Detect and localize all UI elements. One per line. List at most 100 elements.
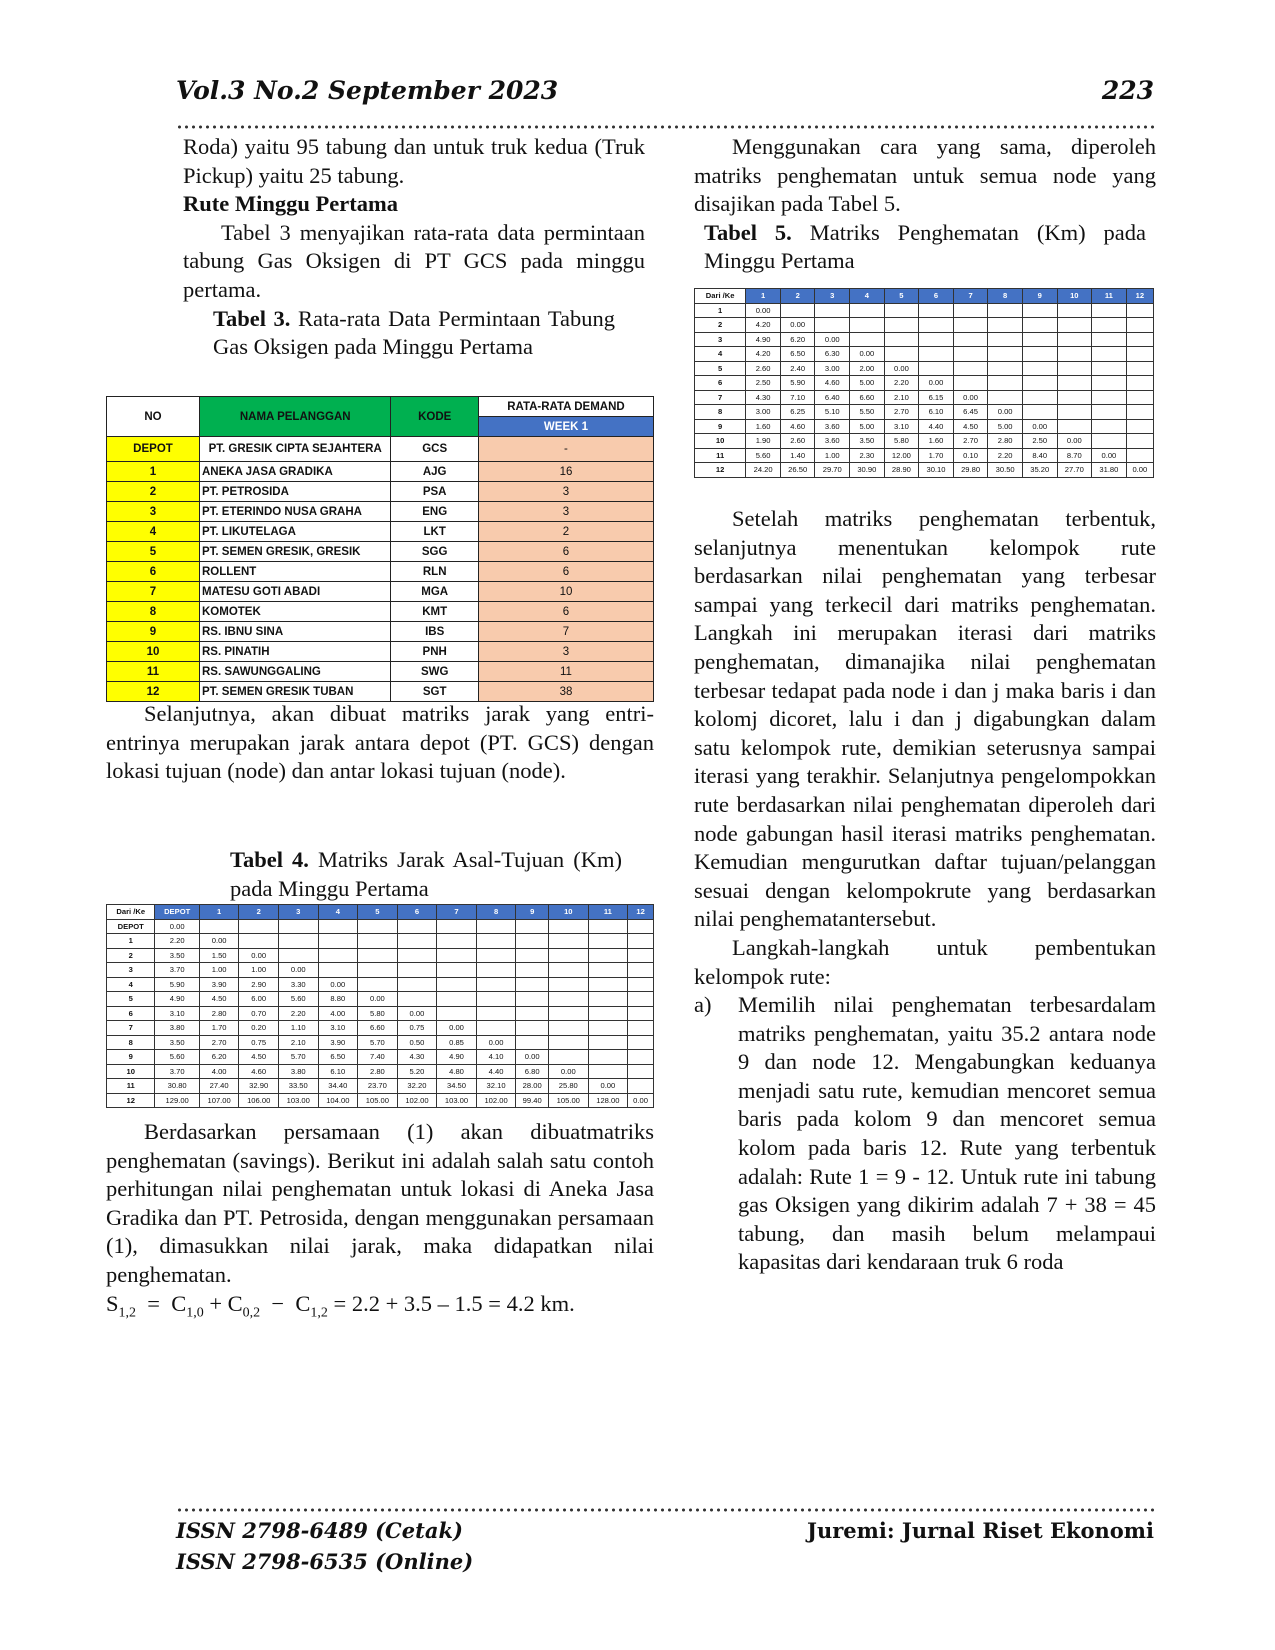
table-header-cell: 3 [814,288,851,304]
table-cell [436,918,477,934]
table-cell: 3.10 [883,418,920,434]
table-cell [1091,317,1127,333]
table-cell [814,302,851,318]
table-cell: KOMOTEK [198,601,392,622]
table-cell [987,346,1023,362]
table-cell: 10 [105,1063,156,1079]
table-cell: 2.50 [745,375,781,391]
table-cell: 6.20 [198,1049,240,1065]
table-cell [1125,433,1155,449]
table-cell [396,918,438,934]
table-cell: 0.00 [548,1063,589,1079]
table-cell: 5.70 [277,1049,319,1065]
table-cell [548,1049,589,1065]
table-cell [548,962,589,978]
table-cell [238,918,279,934]
table-cell [1125,375,1155,391]
table-cell: 7 [105,1020,156,1036]
table-cell [627,1020,654,1036]
table-cell: 7.10 [779,389,816,405]
table-cell [357,918,398,934]
table-cell: 5 [693,360,747,376]
table-cell [1091,375,1127,391]
table-cell [1091,346,1127,362]
table-cell: 0.00 [277,962,319,978]
table-header-cell: 1 [198,904,240,920]
table-cell: 27.40 [198,1078,240,1094]
table-cell: GCS [390,436,479,462]
table-cell: 3.50 [849,433,885,449]
table-cell [1056,346,1093,362]
table-cell: 34.50 [436,1078,477,1094]
caption-label: Tabel 3. [213,305,291,331]
table-cell [1056,302,1093,318]
table-cell: 4 [106,521,200,542]
table-cell [1021,302,1058,318]
table-cell: 32.20 [396,1078,438,1094]
table-cell: 32.90 [238,1078,279,1094]
table-cell: 30.80 [154,1078,200,1094]
table-cell [587,976,629,992]
table-cell: 6.20 [779,331,816,347]
table-cell: 1 [693,302,747,318]
table-cell [1056,418,1093,434]
table-cell: 2.10 [883,389,920,405]
table-cell [238,933,279,949]
table-cell: 10 [693,433,747,449]
table-cell: 24.20 [745,462,781,478]
table-cell [357,976,398,992]
table-cell [952,302,989,318]
paragraph: Roda) yaitu 95 tabung dan untuk truk ked… [183,134,645,188]
table-cell: 28.90 [883,462,920,478]
table-cell [987,331,1023,347]
list-item: a) Memilih nilai penghematan terbesardal… [694,991,1156,1277]
table-cell [475,918,517,934]
table-header-cell: 7 [952,288,989,304]
right-column-upper: Menggunakan cara yang sama, diperoleh ma… [694,133,1156,276]
table-cell [587,947,629,963]
table-cell: MATESU GOTI ABADI [198,581,392,602]
table-cell [548,1020,589,1036]
page-number: 223 [1101,76,1154,105]
table-cell [849,302,885,318]
table-cell: 2.40 [779,360,816,376]
table-cell [515,918,550,934]
table-cell: 2.20 [154,933,200,949]
table-cell [987,389,1023,405]
table-cell [779,302,816,318]
table-cell: 103.00 [277,1092,319,1108]
table-cell: 3.70 [154,1063,200,1079]
table-cell: 2.70 [883,404,920,420]
table-cell: 1.70 [198,1020,240,1036]
table-cell: 6 [105,1005,156,1021]
table-cell: 0.50 [396,1034,438,1050]
table-cell [396,933,438,949]
paragraph: Selanjutnya, akan dibuat matriks jarak y… [106,701,654,784]
table-cell: 4.00 [317,1005,359,1021]
table-cell: 1.90 [745,433,781,449]
table-cell [1125,360,1155,376]
table-cell: 6 [477,601,655,622]
table-cell: 1.00 [814,447,851,463]
table-header-cell: 5 [883,288,920,304]
left-column-bottom: Berdasarkan persamaan (1) akan dibuatmat… [106,1118,654,1328]
table-cell [317,947,359,963]
table-cell: 0.00 [1125,462,1155,478]
table-cell [587,1005,629,1021]
table-cell: 9 [105,1049,156,1065]
table-cell: 30.10 [918,462,954,478]
table-cell: 3.60 [814,433,851,449]
table-cell: 4.00 [198,1063,240,1079]
table-header-cell: 12 [1125,288,1155,304]
table-cell: 3 [477,481,655,502]
table-cell [277,933,319,949]
table-cell [987,317,1023,333]
table-cell: 29.80 [952,462,989,478]
table-cell: 1 [105,933,156,949]
